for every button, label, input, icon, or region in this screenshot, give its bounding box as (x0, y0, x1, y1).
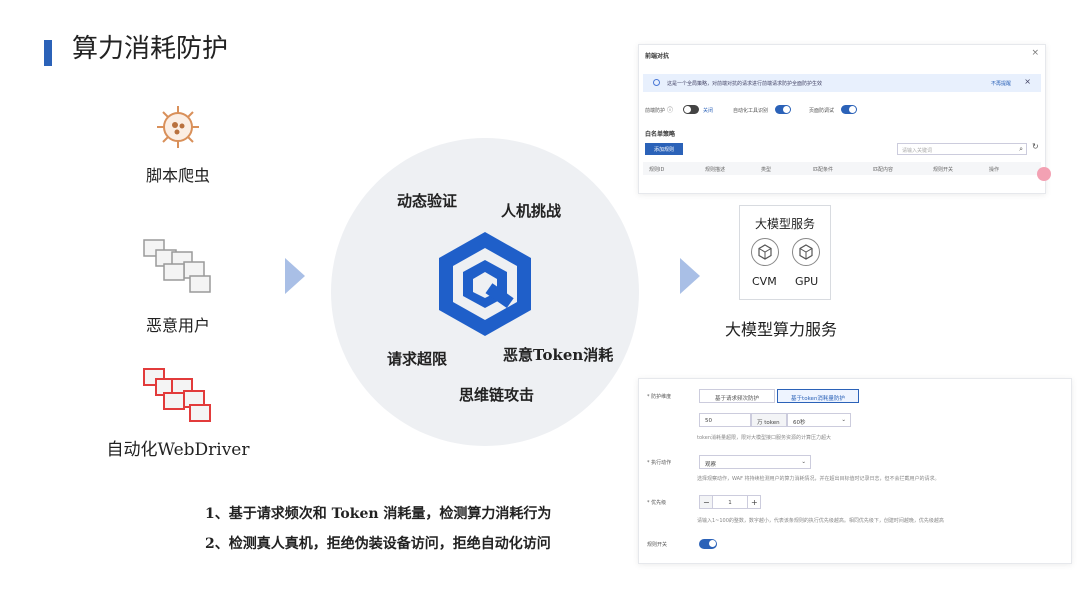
chevron-down-icon: ⌄ (801, 459, 806, 465)
panel-title: 前端对抗 (645, 53, 670, 60)
page-title: 算力消耗防护 (72, 34, 229, 64)
column-header: 操作 (989, 167, 1000, 173)
toggle-row: 前端防护 ⓘ 关闭 自动化工具识别 页面防调试 (645, 105, 1035, 117)
gpu-icon (792, 238, 820, 266)
refresh-icon[interactable]: ↻ (1032, 142, 1039, 151)
threshold-unit: 万 token (751, 413, 787, 427)
circle-label-cot-attack: 思维链攻击 (459, 386, 535, 404)
search-icon[interactable]: ⌕ (1019, 145, 1023, 153)
priority-hint: 请输入1~100的整数，数字越小，代表该条规则的执行优先级越高。相同优先级下，创… (697, 518, 944, 524)
period-select[interactable]: 60秒⌄ (787, 413, 851, 427)
close-icon[interactable]: × (1024, 77, 1031, 86)
toggle-frontend[interactable] (683, 105, 699, 114)
column-header: 规则ID (649, 167, 665, 173)
threat-label: 恶意用户 (145, 316, 210, 335)
column-header: 规则开关 (933, 167, 954, 173)
threshold-input[interactable]: 50 (699, 413, 751, 427)
rule-form-panel: * 防护维度 基于请求频次防护 基于token消耗量防护 50 万 token … (638, 378, 1072, 564)
chevron-down-icon: ⌄ (841, 417, 846, 423)
llm-service-box: 大模型服务 CVM GPU (739, 205, 831, 300)
toggle-state-label: 关闭 (703, 108, 714, 114)
automation-monitors-icon (143, 368, 211, 422)
cvm-label: CVM (752, 275, 777, 288)
protect-dimension-label: * 防护维度 (647, 394, 672, 400)
help-icon: ⓘ (667, 107, 674, 114)
bug-icon (157, 106, 199, 148)
add-rule-button[interactable]: 添加规则 (645, 143, 683, 155)
monitors-icon (143, 239, 211, 293)
title-accent-bar (44, 40, 52, 66)
column-header: 规则描述 (705, 167, 726, 173)
float-help-icon[interactable] (1037, 167, 1051, 181)
cvm-icon (751, 238, 779, 266)
segment-request-frequency[interactable]: 基于请求频次防护 (699, 389, 775, 403)
waf-logo-icon (439, 232, 531, 336)
threat-script-crawler: 脚本爬虫 (128, 104, 228, 186)
gpu-label: GPU (795, 275, 819, 288)
threat-automation-webdriver: 自动化WebDriver (98, 365, 258, 460)
priority-label: * 优先级 (647, 500, 667, 506)
flow-arrow-left (285, 258, 305, 294)
increment-button[interactable]: + (747, 495, 761, 509)
circle-label-request-limit: 请求超限 (387, 350, 448, 368)
rule-switch-label: 规则开关 (647, 542, 668, 548)
notice-text: 这是一个全局策略，对前端对抗的请求进行前端请求防护全面防护生效 (667, 81, 823, 87)
info-icon (653, 79, 660, 86)
column-header: 匹配内容 (873, 167, 894, 173)
llm-service-caption: 大模型算力服务 (725, 320, 838, 339)
summary-point-2: 2、检测真人真机，拒绝伪装设备访问，拒绝自动化访问 (205, 536, 551, 552)
close-icon[interactable]: × (1031, 48, 1039, 58)
priority-input[interactable]: 1 (713, 495, 747, 509)
search-placeholder: 请输入关键词 (902, 148, 933, 154)
decrement-button[interactable]: − (699, 495, 713, 509)
toggle-label-frontend: 前端防护 (645, 108, 666, 114)
threat-label: 脚本爬虫 (145, 166, 210, 185)
flow-arrow-right (680, 258, 700, 294)
column-header: 类型 (761, 167, 772, 173)
protection-circle: 动态验证 人机挑战 请求超限 恶意Token消耗 思维链攻击 (331, 138, 639, 446)
toggle-automation[interactable] (775, 105, 791, 114)
anti-crawl-panel: 前端对抗 × 这是一个全局策略，对前端对抗的请求进行前端请求防护全面防护生效 不… (638, 44, 1051, 194)
column-header: 匹配条件 (813, 167, 834, 173)
threshold-hint: token消耗量超限，限对大模型接口服务资源的计算压力超大 (697, 435, 831, 441)
dismiss-link[interactable]: 不再提醒 (990, 81, 1011, 87)
summary-point-1: 1、基于请求频次和 Token 消耗量，检测算力消耗行为 (205, 506, 552, 522)
segment-token-consumption[interactable]: 基于token消耗量防护 (777, 389, 859, 403)
toggle-label-debug: 页面防调试 (809, 108, 835, 114)
threat-label: 自动化WebDriver (106, 440, 250, 460)
action-select[interactable]: 观察⌄ (699, 455, 811, 469)
whitelist-title: 白名单策略 (645, 131, 676, 138)
rule-switch-toggle[interactable] (699, 539, 717, 549)
threat-malicious-user: 恶意用户 (128, 238, 228, 336)
action-hint: 选择观察动作，WAF 将持续检测用户的算力消耗情况，并在超出目标值时记录日志，但… (697, 476, 940, 482)
circle-label-token-abuse: 恶意Token消耗 (503, 346, 614, 364)
circle-label-dynamic-verify: 动态验证 (397, 192, 458, 210)
table-header: 规则ID 规则描述 类型 匹配条件 匹配内容 规则开关 操作 (643, 162, 1041, 175)
action-label: * 执行动作 (647, 460, 672, 466)
circle-label-captcha: 人机挑战 (501, 202, 562, 220)
notice-banner: 这是一个全局策略，对前端对抗的请求进行前端请求防护全面防护生效 不再提醒 × (643, 74, 1041, 92)
toggle-label-automation: 自动化工具识别 (733, 108, 769, 114)
llm-service-title: 大模型服务 (754, 217, 815, 231)
search-input[interactable]: 请输入关键词 ⌕ (897, 143, 1027, 155)
toggle-debug[interactable] (841, 105, 857, 114)
